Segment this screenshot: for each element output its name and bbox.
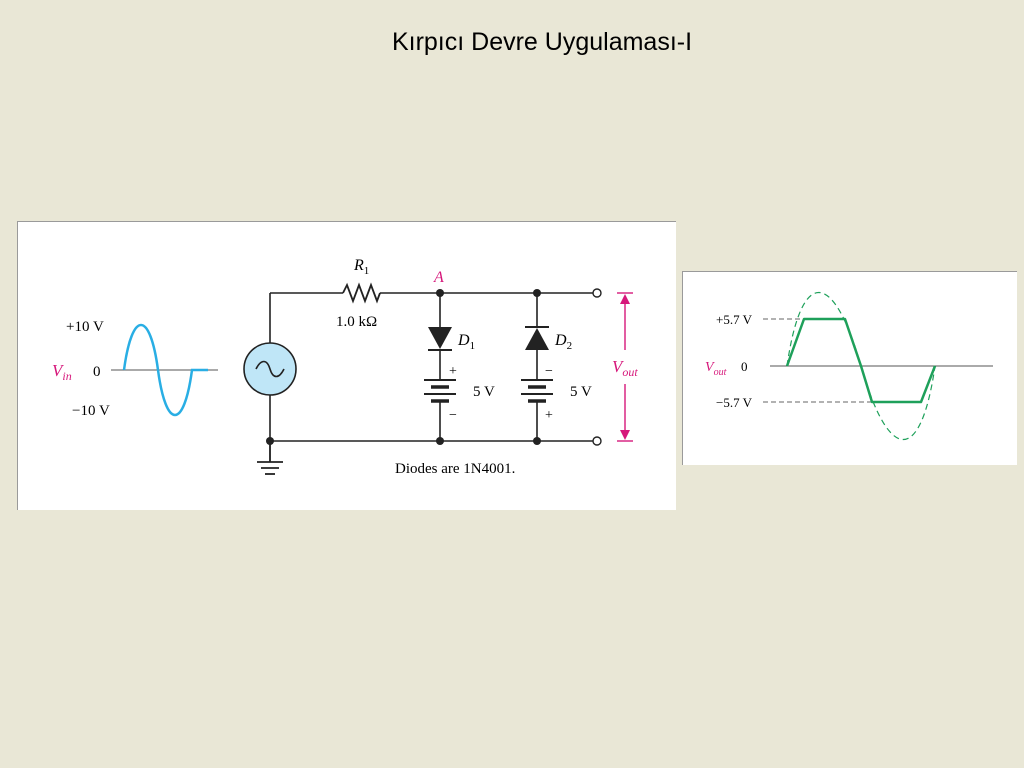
ac-source-icon (255, 360, 285, 378)
d2-label: D2 (554, 332, 572, 352)
resistor-value: 1.0 kΩ (336, 314, 377, 330)
vout-arrow (617, 292, 633, 442)
battery1-plus: + (449, 364, 457, 379)
resistor-r1 (342, 282, 381, 304)
node-bottom-left-junction (266, 437, 274, 445)
output-minus-label: −5.7 V (716, 395, 753, 410)
battery2-minus: − (545, 364, 553, 379)
input-sine-wave (122, 323, 208, 417)
diode-d2 (525, 328, 549, 350)
battery2-plus: + (545, 408, 553, 423)
circuit-panel: +10 V 0 −10 V Vin R1 1.0 kΩ A (17, 221, 676, 510)
battery-1 (424, 379, 456, 403)
output-vout-label: Vout (705, 360, 727, 378)
ground-icon (257, 461, 283, 475)
resistor-name: R1 (353, 257, 369, 277)
output-waveform-panel: +5.7 V 0 −5.7 V Vout (682, 271, 1017, 465)
diode-d1 (428, 327, 452, 349)
output-terminal-bottom[interactable] (592, 436, 602, 446)
input-minus-label: −10 V (72, 403, 110, 419)
input-zero-label: 0 (93, 364, 101, 380)
diode-note: Diodes are 1N4001. (395, 461, 515, 477)
input-plus-label: +10 V (66, 319, 104, 335)
battery1-minus: − (449, 408, 457, 423)
output-terminal-top[interactable] (592, 288, 602, 298)
clipped-output-wave (785, 317, 937, 404)
output-waveform-diagram: +5.7 V 0 −5.7 V Vout (705, 291, 993, 441)
battery-2 (521, 379, 553, 403)
d1-label: D1 (457, 332, 475, 352)
node-a-label: A (433, 269, 444, 286)
circuit-diagram: +10 V 0 −10 V Vin R1 1.0 kΩ A (52, 257, 638, 477)
vin-label: Vin (52, 361, 72, 383)
battery1-voltage: 5 V (473, 384, 495, 400)
output-plus-label: +5.7 V (716, 312, 753, 327)
battery2-voltage: 5 V (570, 384, 592, 400)
output-zero-label: 0 (741, 359, 748, 374)
slide-title: Kırpıcı Devre Uygulaması-I (391, 28, 693, 56)
vout-label: Vout (612, 357, 638, 379)
